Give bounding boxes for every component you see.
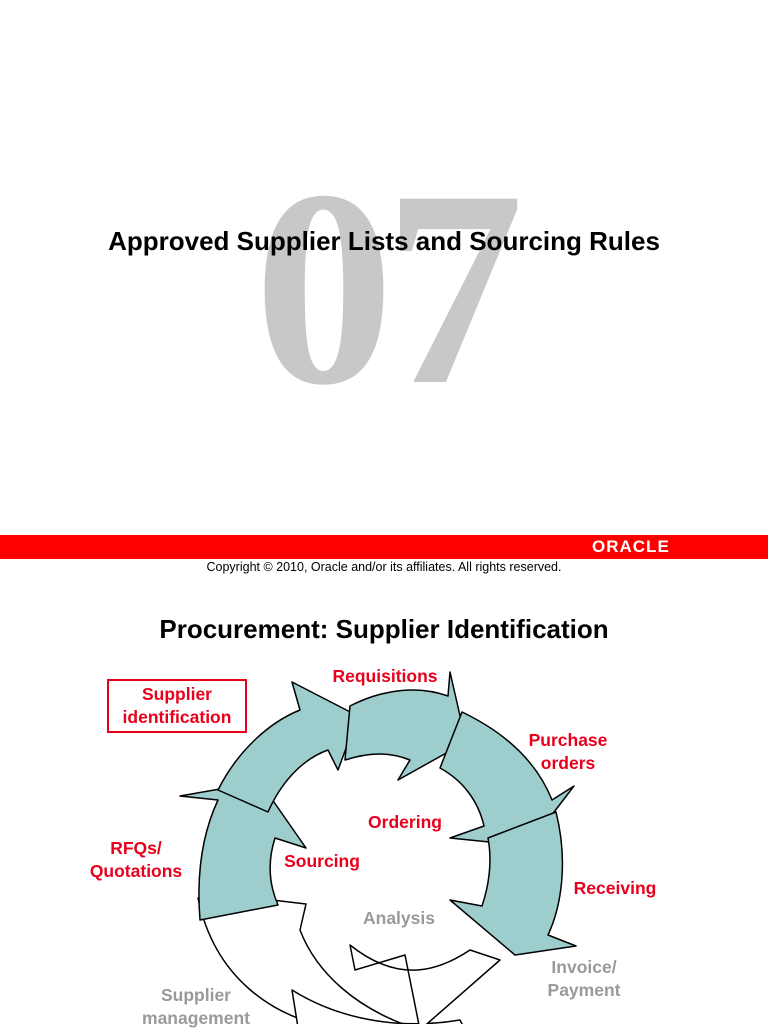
- chapter-title: Approved Supplier Lists and Sourcing Rul…: [108, 226, 660, 256]
- copyright-text: Copyright © 2010, Oracle and/or its affi…: [206, 560, 562, 574]
- label-rfqs-quotations: RFQs/ Quotations: [89, 838, 183, 881]
- arrow-supplier-management: [197, 879, 406, 1024]
- label-receiving: Receiving: [573, 878, 657, 898]
- chapter-slide: 07 Approved Supplier Lists and Sourcing …: [108, 132, 660, 443]
- chapter-number: 07: [254, 132, 524, 443]
- arrow-purchase-orders: [439, 711, 575, 847]
- slide-title: Procurement: Supplier Identification: [159, 614, 609, 644]
- label-sourcing: Sourcing: [284, 851, 360, 871]
- label-requisitions: Requisitions: [332, 666, 438, 686]
- highlight-label: Supplier identification: [107, 679, 247, 733]
- footer-bar: [0, 535, 768, 559]
- arrow-analysis: [349, 944, 501, 1024]
- label-ordering: Ordering: [368, 812, 442, 832]
- arrow-rfqs: [179, 781, 307, 921]
- supplier-identification-box: Supplier identification: [107, 679, 247, 733]
- label-invoice-payment: Invoice/ Payment: [547, 957, 621, 1000]
- oracle-logo: ORACLE: [592, 537, 670, 556]
- label-purchase-orders: Purchase orders: [528, 730, 608, 773]
- arrow-requisitions: [344, 671, 467, 781]
- arrow-receiving: [449, 811, 577, 956]
- label-supplier-management: Supplier management: [142, 985, 250, 1028]
- arrow-invoice: [291, 989, 463, 1024]
- label-analysis: Analysis: [363, 908, 435, 928]
